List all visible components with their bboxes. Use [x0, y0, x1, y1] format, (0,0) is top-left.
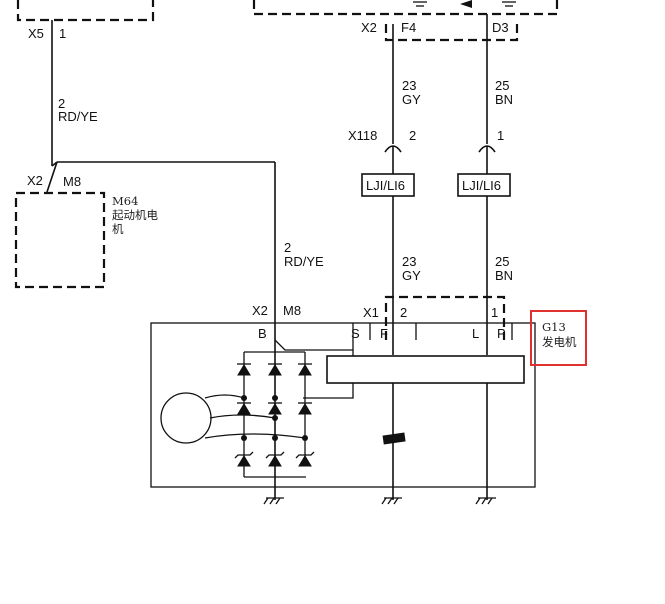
wire-left-top-circuit: 2: [58, 96, 65, 111]
x118-pin-left: 2: [409, 128, 416, 143]
rectifier-bridge: [204, 351, 315, 478]
terminal-dividers: [369, 323, 513, 340]
x1-connector-outline: [384, 295, 506, 340]
g13-name: 发电机: [542, 335, 577, 349]
x1-label: X1: [363, 305, 379, 320]
x2-top-connector-outline: [384, 24, 519, 42]
x1-pin-p: 1: [491, 305, 498, 320]
x5-label: X5: [28, 26, 44, 41]
m64-code: M64: [112, 194, 138, 208]
m64-name-line2: 机: [112, 222, 124, 236]
wire-p-bottom-circuit: 25: [495, 254, 509, 269]
g13-code: G13: [542, 320, 566, 334]
stator-winding-circle: [160, 392, 212, 444]
x5-pin-label: 1: [59, 26, 66, 41]
x2-gen-pin-label: M8: [283, 303, 301, 318]
regulator-feed: [303, 383, 354, 399]
m8-connector-lead: [46, 161, 58, 193]
wire-p-top-circuit: 25: [495, 78, 509, 93]
x1-pin-f: 2: [400, 305, 407, 320]
inline-right-label: LJI/LI6: [462, 178, 501, 193]
inline-left-label: LJI/LI6: [366, 178, 405, 193]
top-right-module-outline: [252, 0, 559, 16]
terminal-f: F: [380, 326, 388, 341]
terminal-l: L: [472, 326, 479, 341]
field-coil: [382, 432, 406, 445]
m64-name-line1: 起动机电: [112, 208, 158, 222]
wire-f-top-color: GY: [402, 92, 421, 107]
inline-box-right: [457, 173, 511, 197]
terminal-p: P: [497, 326, 506, 341]
ground-icon: [263, 497, 496, 505]
g13-generator-housing: [150, 322, 536, 488]
x2-top-f4-label: F4: [401, 20, 416, 35]
wire-f-bottom-circuit: 23: [402, 254, 416, 269]
x118-label: X118: [348, 128, 377, 143]
inline-box-left: [361, 173, 415, 197]
wire-left-mid-circuit: 2: [284, 240, 291, 255]
s-sense-line: [274, 339, 353, 351]
x2-m64-label: X2: [27, 173, 43, 188]
wire-left-top-color: RD/YE: [58, 109, 98, 124]
x2-top-d3-label: D3: [492, 20, 509, 35]
top-ground-symbols: [413, 0, 516, 8]
terminal-b: B: [258, 326, 267, 341]
g13-highlight-box: [530, 310, 587, 366]
x118-pin-right: 1: [497, 128, 504, 143]
terminal-s: S: [351, 326, 360, 341]
x2-top-label: X2: [361, 20, 377, 35]
top-left-module-outline: [16, 0, 155, 22]
m64-starter-motor-box: [14, 191, 106, 289]
wire-left-mid-color: RD/YE: [284, 254, 324, 269]
voltage-regulator-block: [326, 355, 525, 384]
x2-gen-label: X2: [252, 303, 268, 318]
wire-p-bottom-color: BN: [495, 268, 513, 283]
x2-m64-pin-label: M8: [63, 174, 81, 189]
wire-f-top-circuit: 23: [402, 78, 416, 93]
wire-p-top-color: BN: [495, 92, 513, 107]
wire-f-bottom-color: GY: [402, 268, 421, 283]
